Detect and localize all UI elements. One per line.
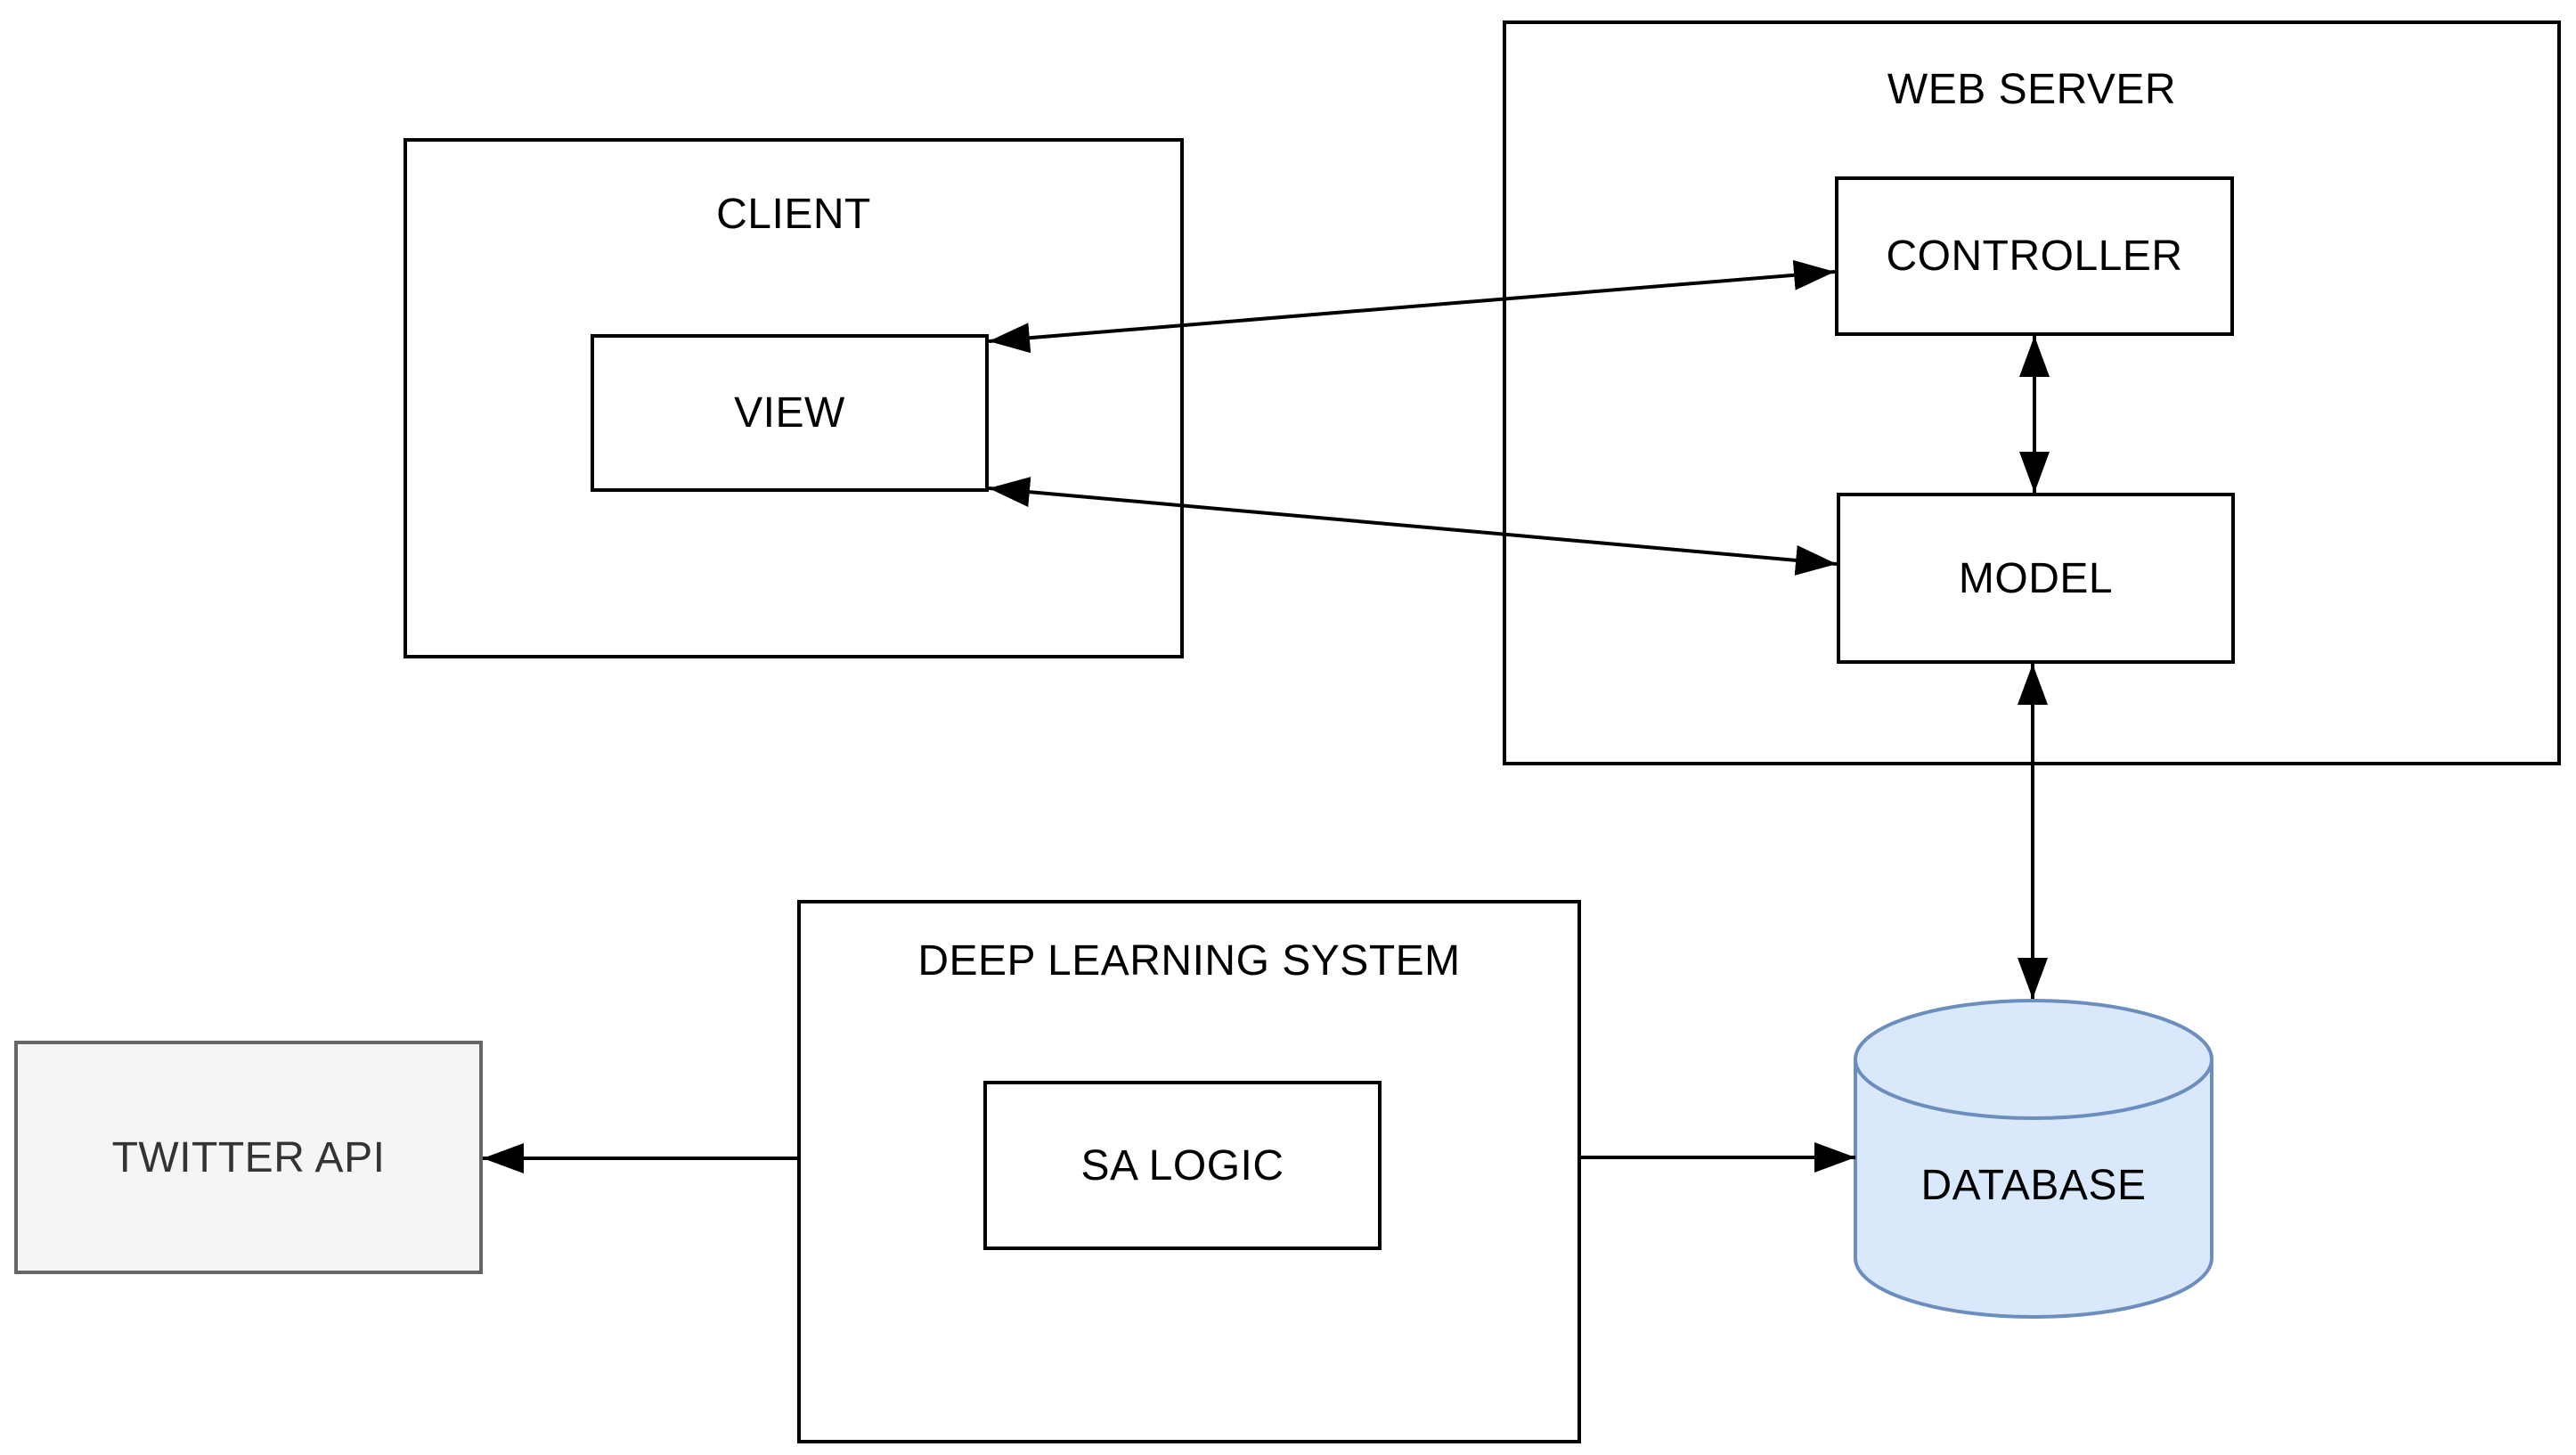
controller-label: CONTROLLER [1886,233,2183,280]
database-label: DATABASE [1855,1158,2212,1212]
deep-learning-system-label-text: DEEP LEARNING SYSTEM [917,936,1461,985]
web-server-label-text: WEB SERVER [1887,65,2177,113]
sa-logic-label: SA LOGIC [1080,1141,1284,1189]
view-node: VIEW [591,334,989,492]
model-label: MODEL [1958,554,2114,602]
client-label: CLIENT [404,187,1184,241]
view-label: VIEW [734,389,845,437]
twitter-api-label: TWITTER API [111,1133,386,1181]
database-cylinder-top [1854,999,2213,1120]
controller-node: CONTROLLER [1835,176,2234,336]
web-server-label: WEB SERVER [1503,62,2561,116]
sa-logic-node: SA LOGIC [983,1081,1382,1250]
deep-learning-system-label: DEEP LEARNING SYSTEM [797,934,1581,987]
model-node: MODEL [1837,493,2235,664]
client-label-text: CLIENT [716,190,871,238]
database-label-text: DATABASE [1920,1161,2147,1209]
twitter-api-node: TWITTER API [14,1041,483,1274]
